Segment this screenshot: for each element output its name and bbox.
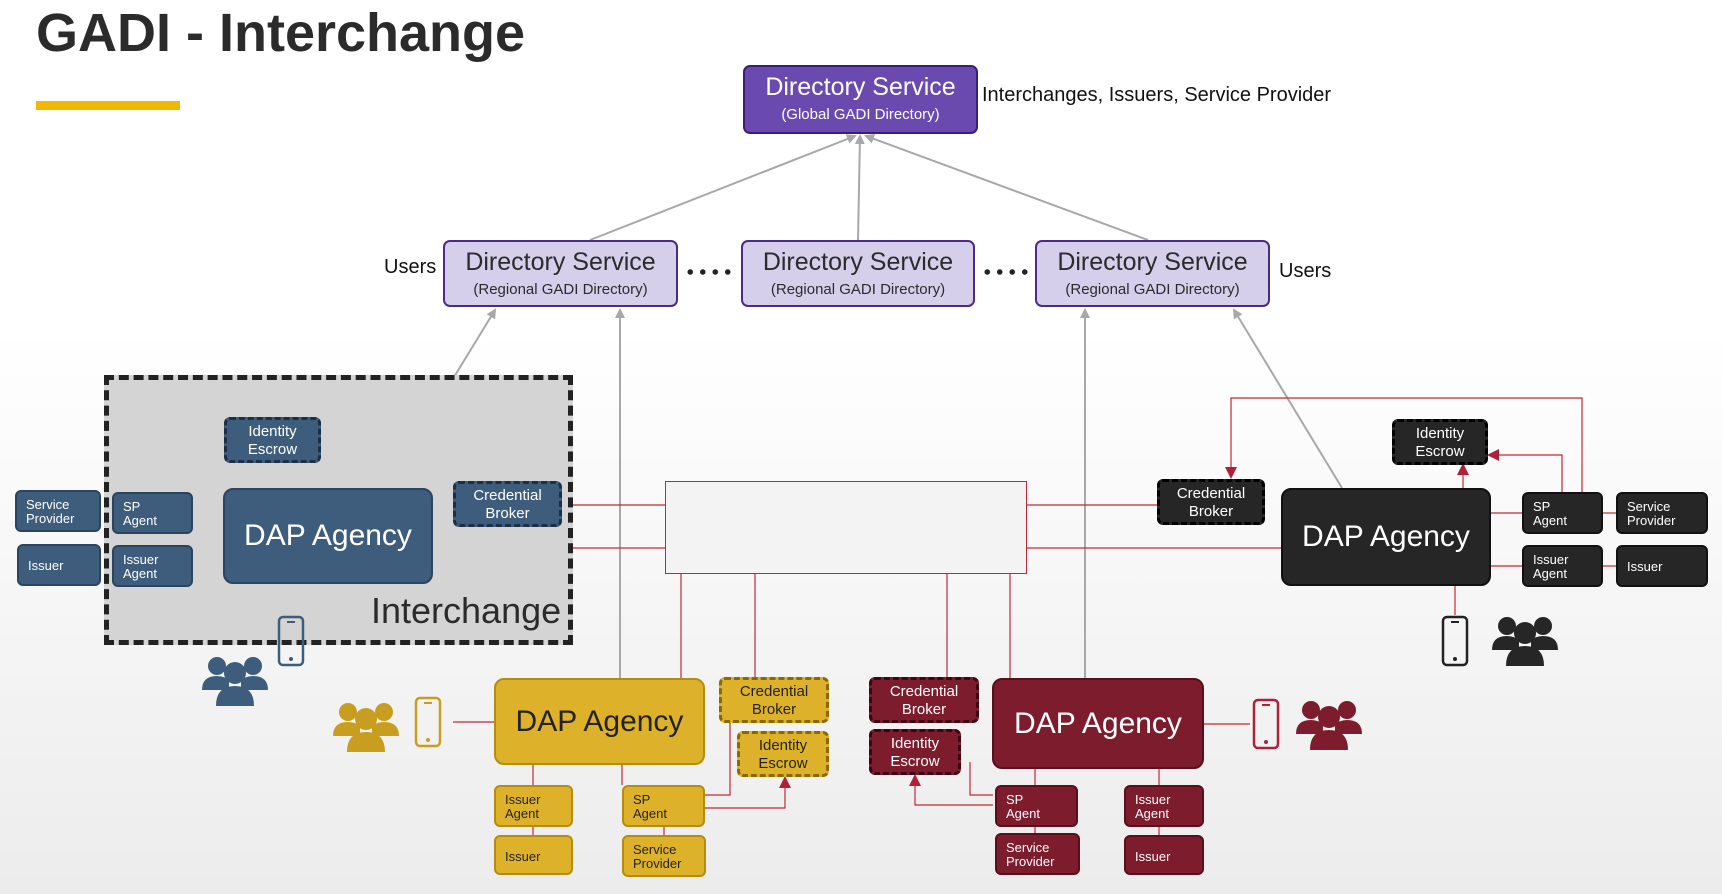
issuer-agent-black: Issuer Agent <box>1522 545 1603 587</box>
title-accent-bar <box>36 101 180 110</box>
credential-broker-black: Credential Broker <box>1157 479 1265 525</box>
interchange-hub <box>665 481 1027 574</box>
mobile-phone-icon <box>1441 615 1469 667</box>
identity-escrow-maroon: Identity Escrow <box>869 729 961 775</box>
regional-directory-subtitle: (Regional GADI Directory) <box>1065 281 1240 298</box>
regional-directory-subtitle: (Regional GADI Directory) <box>473 281 648 298</box>
users-label-left: Users <box>384 256 437 278</box>
service-provider-maroon: Service Provider <box>995 833 1080 875</box>
regional-directory-service-right: Directory Service (Regional GADI Directo… <box>1035 240 1270 307</box>
users-group-icon <box>1492 617 1558 666</box>
regional-directory-title: Directory Service <box>762 248 954 276</box>
credential-broker-blue: Credential Broker <box>453 481 562 527</box>
regional-directory-service-left: Directory Service (Regional GADI Directo… <box>443 240 678 307</box>
service-provider-black: Service Provider <box>1616 492 1708 534</box>
sp-agent-blue: SP Agent <box>112 492 193 534</box>
sp-agent-gold: SP Agent <box>622 785 705 827</box>
regional-directory-subtitle: (Regional GADI Directory) <box>770 281 946 298</box>
regional-directory-service-center: Directory Service (Regional GADI Directo… <box>741 240 975 307</box>
ellipsis-connector-right <box>981 269 1031 275</box>
credential-broker-maroon: Credential Broker <box>869 677 979 723</box>
service-provider-gold: Service Provider <box>622 835 706 877</box>
regional-directory-title: Directory Service <box>1057 248 1248 276</box>
identity-escrow-black: Identity Escrow <box>1392 419 1488 465</box>
global-directory-subtitle: (Global GADI Directory) <box>781 106 940 123</box>
dap-agency-black: DAP Agency <box>1281 488 1491 586</box>
issuer-agent-blue: Issuer Agent <box>112 545 193 587</box>
sp-agent-black: SP Agent <box>1522 492 1603 534</box>
sp-agent-maroon: SP Agent <box>995 785 1078 827</box>
issuer-gold: Issuer <box>494 835 573 875</box>
global-directory-title: Directory Service <box>765 73 956 101</box>
regional-directory-title: Directory Service <box>465 248 656 276</box>
issuer-agent-gold: Issuer Agent <box>494 785 573 827</box>
ellipsis-connector-left <box>684 269 734 275</box>
interchange-label: Interchange <box>371 590 562 631</box>
users-label-right: Users <box>1279 260 1332 282</box>
global-directory-note: Interchanges, Issuers, Service Provider <box>982 84 1332 106</box>
dap-agency-blue: DAP Agency <box>223 488 433 584</box>
mobile-phone-icon <box>277 615 305 667</box>
users-group-icon <box>1296 701 1362 750</box>
issuer-maroon: Issuer <box>1124 835 1204 875</box>
service-provider-blue: Service Provider <box>15 490 101 532</box>
page-title: GADI - Interchange <box>36 3 526 63</box>
identity-escrow-blue: Identity Escrow <box>224 417 321 463</box>
mobile-phone-icon <box>414 696 442 748</box>
issuer-black: Issuer <box>1616 545 1708 587</box>
global-directory-service: Directory Service (Global GADI Directory… <box>743 65 978 134</box>
mobile-phone-icon <box>1252 698 1280 750</box>
dap-agency-maroon: DAP Agency <box>992 678 1204 769</box>
dap-agency-gold: DAP Agency <box>494 678 705 765</box>
issuer-agent-maroon: Issuer Agent <box>1124 785 1204 827</box>
users-group-icon <box>333 703 399 752</box>
credential-broker-gold: Credential Broker <box>719 677 829 723</box>
users-group-icon <box>202 657 268 706</box>
identity-escrow-gold: Identity Escrow <box>737 731 829 777</box>
issuer-blue: Issuer <box>17 544 101 586</box>
